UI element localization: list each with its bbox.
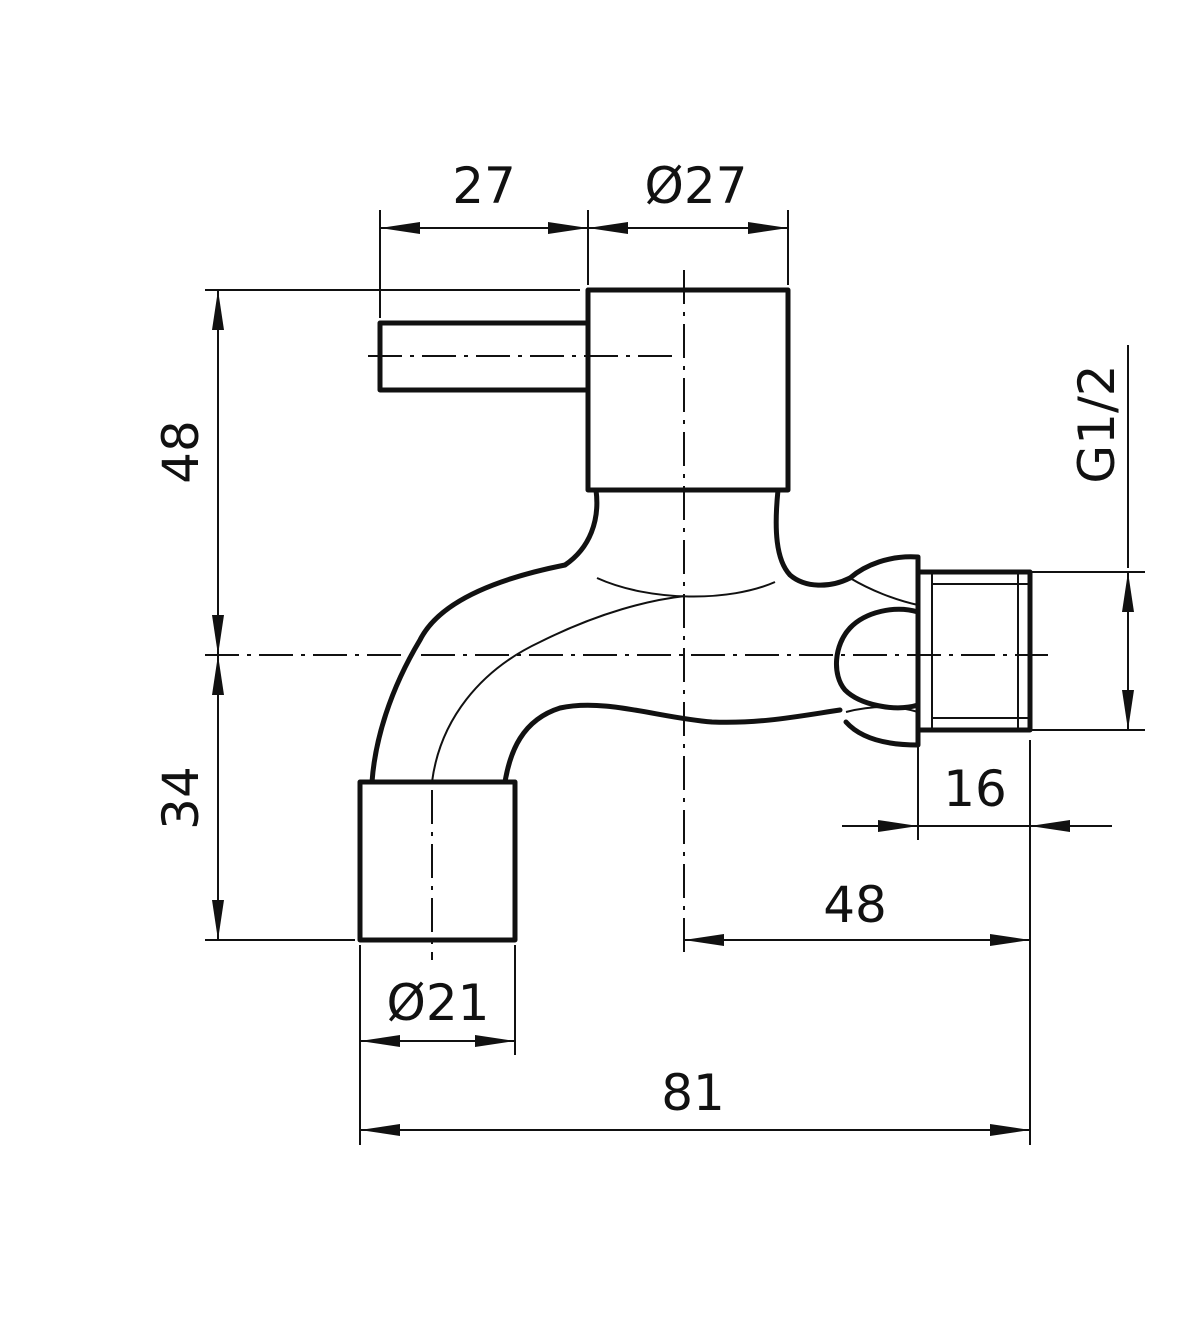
- spout-inner-contour: [502, 702, 843, 785]
- outlet-nozzle: [357, 779, 518, 943]
- label-outlet-diameter: Ø21: [387, 974, 490, 1032]
- thread-connector: [915, 569, 1033, 733]
- dimension-lines: [205, 210, 1145, 1145]
- section-arc: [596, 577, 776, 598]
- label-height-upper: 48: [152, 420, 210, 484]
- dimension-labels: 27 Ø27 48 34 G1/2 16 48 Ø21 81: [152, 157, 1126, 1122]
- label-thread: G1/2: [1068, 364, 1126, 483]
- spout-right-contour: [773, 487, 853, 588]
- center-lines: [205, 270, 1048, 960]
- inner-flow-line: [431, 595, 686, 783]
- faucet-outline: [357, 287, 1033, 943]
- hex-nut-upper-lobe: [849, 577, 919, 606]
- label-overall-length: 81: [661, 1064, 725, 1122]
- label-lever-length: 27: [452, 157, 516, 215]
- label-horizontal-offset: 48: [823, 876, 887, 934]
- spout-outer-contour: [369, 487, 600, 785]
- label-thread-length: 16: [943, 760, 1007, 818]
- hex-nut-lower-lobe: [845, 706, 919, 713]
- label-height-lower: 34: [152, 766, 210, 830]
- hex-nut: [833, 554, 921, 748]
- handle-body: [585, 287, 791, 493]
- label-body-diameter: Ø27: [645, 157, 748, 215]
- arrowheads: [212, 222, 1134, 1136]
